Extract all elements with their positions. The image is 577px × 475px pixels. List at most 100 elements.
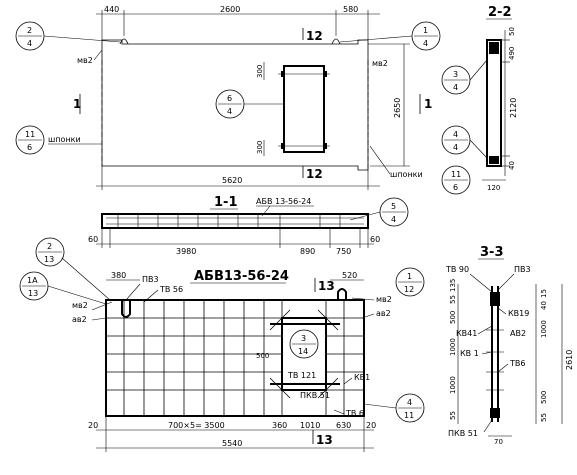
cage-loop-left (121, 300, 131, 318)
label-mv2-left: мв2 (77, 56, 93, 65)
label-kv1-cage: КВ1 (354, 373, 370, 382)
section-3-3-title: 3-3 (480, 245, 504, 260)
cage-diagonal-2 (317, 309, 339, 331)
dim-1-1-890: 890 (300, 247, 315, 256)
dim-cage-360: 360 (272, 421, 287, 430)
dim-top-1: 440 (104, 5, 119, 14)
svg-text:3: 3 (453, 70, 458, 79)
svg-text:12: 12 (404, 285, 414, 294)
section-2-2-title: 2-2 (488, 5, 512, 20)
section-1-1-ticks (117, 214, 341, 228)
callout-1-4: 1 4 (339, 21, 441, 51)
dim-3-3-2610: 2610 (565, 350, 574, 370)
dim-cage-1010: 1010 (300, 421, 320, 430)
section-1-1-body (101, 213, 369, 229)
dim-height: 2650 (393, 98, 402, 118)
label-av2-left-cage: ав2 (72, 315, 87, 324)
dim-2-2-120: 120 (487, 184, 500, 192)
label-tv6-cage: ТВ 6 (345, 409, 364, 418)
svg-text:4: 4 (453, 130, 458, 139)
dim-cage-20b: 20 (366, 421, 376, 430)
callout-4-4: 4 4 (441, 125, 488, 159)
label-pkv51-3-3: ПКВ 51 (448, 429, 478, 438)
svg-text:4: 4 (453, 143, 458, 152)
dim-1-1-60a: 60 (88, 235, 98, 244)
dim-3-3-500b: 500 (540, 391, 548, 404)
label-tv56: ТВ 56 (159, 285, 183, 294)
svg-text:13: 13 (28, 289, 38, 298)
svg-text:4: 4 (391, 215, 396, 224)
callout-1a-13: 1А 13 (19, 271, 107, 305)
callout-6-4: 6 4 (215, 89, 284, 119)
lifting-loop-left (119, 38, 129, 45)
label-kv41: КВ41 (456, 329, 477, 338)
cage-section-13-bottom: 13 (316, 433, 333, 447)
svg-text:2: 2 (27, 26, 32, 35)
callout-2-13: 2 13 (35, 237, 111, 301)
cage-outline (105, 299, 365, 417)
label-tv6-3-3: ТВ6 (509, 359, 525, 368)
callout-1-12: 1 12 (395, 267, 425, 297)
dim-cage-630: 630 (336, 421, 351, 430)
panel-front-view: 440 2600 580 5620 2650 300 300 12 12 1 1… (15, 5, 471, 195)
dim-3-3-15: 15 (540, 289, 548, 298)
svg-text:1: 1 (407, 272, 412, 281)
callout-4-11: 4 11 (363, 393, 425, 423)
section-2-2-body (486, 39, 502, 167)
dim-cage-20a: 20 (88, 421, 98, 430)
label-shponki-right: шпонки (390, 170, 423, 179)
svg-text:4: 4 (423, 39, 428, 48)
dim-300-bottom: 300 (256, 141, 264, 154)
dim-2-2-50: 50 (508, 27, 516, 36)
label-av2-right-cage: ав2 (376, 309, 391, 318)
svg-text:13: 13 (44, 255, 54, 264)
cage-diagonal-3 (269, 377, 291, 399)
callout-3-4: 3 4 (441, 59, 488, 95)
dim-overall: 5620 (222, 176, 242, 185)
dim-2-2-40: 40 (508, 161, 516, 170)
svg-text:5: 5 (391, 202, 396, 211)
svg-text:4: 4 (27, 39, 32, 48)
dim-1-1-60b: 60 (370, 235, 380, 244)
embed-plate-3 (281, 143, 285, 149)
dim-3-3-1000b: 1000 (449, 376, 457, 394)
dim-3-3-40: 40 (540, 301, 548, 310)
dim-top-3: 580 (343, 5, 358, 14)
cage-title: АБВ13-56-24 (194, 269, 289, 284)
svg-text:2: 2 (47, 242, 52, 251)
label-pv3-3-3: ПВ3 (514, 265, 531, 274)
section-1-1-title: 1-1 (214, 195, 238, 210)
label-mv2-right: мв2 (372, 59, 388, 68)
dim-3-3-500: 500 (449, 311, 457, 324)
callout-11-6-right: 11 6 (441, 165, 471, 195)
svg-text:1А: 1А (27, 276, 38, 285)
dim-3-3-55a: 55 (449, 295, 457, 304)
dim-3-3-1000c: 1000 (540, 320, 548, 338)
dim-2-2-490: 490 (508, 47, 516, 60)
cage-section-13-top: 13 (318, 279, 335, 293)
svg-text:11: 11 (451, 170, 461, 179)
dim-top-2: 2600 (220, 5, 240, 14)
label-tv90: ТВ 90 (445, 265, 469, 274)
panel-outline (101, 39, 369, 171)
svg-text:3: 3 (301, 334, 306, 343)
dim-3-3-55c: 55 (540, 413, 548, 422)
section-2-2: 2-2 50 490 2120 40 120 3 4 4 4 (441, 5, 518, 192)
dim-1-1-3980: 3980 (176, 247, 196, 256)
svg-text:11: 11 (404, 411, 414, 420)
embed-plate-1 (281, 71, 285, 77)
leader-mv2-left (93, 49, 103, 61)
cage-diagonal-1 (269, 309, 291, 331)
cage-diagonal-4 (317, 377, 339, 399)
label-kv1-3-3: КВ 1 (460, 349, 479, 358)
leader-shponki-right (369, 145, 391, 175)
embed-plate-4 (323, 143, 327, 149)
svg-text:6: 6 (453, 183, 458, 192)
svg-text:11: 11 (25, 130, 35, 139)
label-shponki-left: шпонки (48, 135, 81, 144)
section-1-left: 1 (73, 97, 81, 111)
section-3-3: 3-3 135 55 500 1000 1000 55 15 40 1000 5… (445, 245, 574, 446)
section-1-1-label: АБВ 13-56-24 (256, 197, 311, 206)
dim-cage-overall: 5540 (222, 439, 242, 448)
